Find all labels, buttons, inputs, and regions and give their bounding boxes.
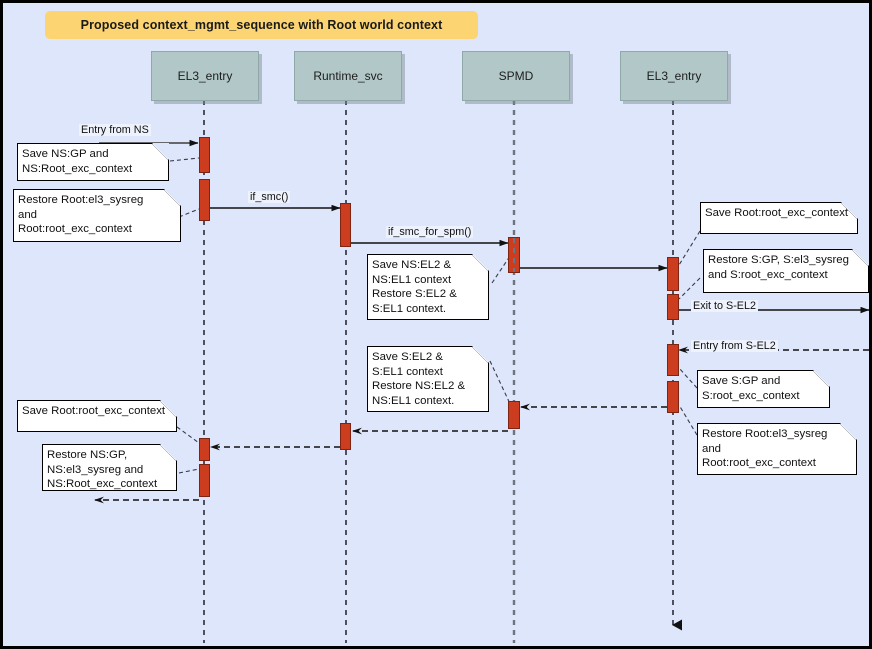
note-folded-corner-icon: [164, 189, 181, 206]
note-save-root-exc-left: Save Root:root_exc_context: [17, 400, 177, 432]
note-folded-corner-icon: [152, 143, 169, 160]
lifeline-header-el3-entry-right[interactable]: EL3_entry: [620, 51, 728, 101]
message-label-if-smc: if_smc(): [248, 191, 291, 203]
activation-el3-entry-left-4: [199, 464, 210, 497]
note-folded-corner-icon: [813, 370, 830, 387]
note-save-ns-el2: Save NS:EL2 & NS:EL1 context Restore S:E…: [367, 254, 489, 320]
activation-spmd-1: [508, 237, 520, 273]
activation-el3-entry-right-1: [667, 257, 679, 291]
lifeline-header-spmd[interactable]: SPMD: [462, 51, 570, 101]
activation-el3-entry-right-3: [667, 344, 679, 376]
activation-runtime-svc-2: [340, 423, 351, 450]
note-folded-corner-icon: [472, 346, 489, 363]
activation-spmd-2: [508, 401, 520, 429]
note-restore-ns-gp: Restore NS:GP, NS:el3_sysreg and NS:Root…: [42, 444, 177, 491]
note-restore-root-el3-sysreg: Restore Root:el3_sysreg and Root:root_ex…: [13, 189, 181, 242]
note-folded-corner-icon: [472, 254, 489, 271]
note-restore-s-gp: Restore S:GP, S:el3_sysreg and S:root_ex…: [703, 249, 869, 293]
note-folded-corner-icon: [160, 400, 177, 417]
activation-el3-entry-left-3: [199, 438, 210, 461]
message-label-if-smc-for-spm: if_smc_for_spm(): [386, 226, 474, 238]
note-save-root-exc-right: Save Root:root_exc_context: [700, 202, 858, 234]
spmd-lifeline-through-activation: [512, 238, 516, 272]
note-folded-corner-icon: [841, 202, 858, 219]
lifeline-header-el3-entry-left[interactable]: EL3_entry: [151, 51, 259, 101]
note-save-s-el2: Save S:EL2 & S:EL1 context Restore NS:EL…: [367, 346, 489, 412]
message-label-entry-from-s-el2: Entry from S-EL2: [691, 340, 778, 352]
note-save-ns-gp: Save NS:GP and NS:Root_exc_context: [17, 143, 169, 181]
note-folded-corner-icon: [852, 249, 869, 266]
note-folded-corner-icon: [840, 423, 857, 440]
note-restore-root-el3-sysreg-right: Restore Root:el3_sysreg and Root:root_ex…: [697, 423, 857, 475]
diagram-title-banner: Proposed context_mgmt_sequence with Root…: [45, 11, 478, 39]
lifeline-header-runtime-svc[interactable]: Runtime_svc: [294, 51, 402, 101]
message-label-entry-from-ns: Entry from NS: [79, 124, 151, 136]
activation-el3-entry-left-2: [199, 179, 210, 221]
activation-runtime-svc-1: [340, 203, 351, 247]
message-label-exit-to-s-el2: Exit to S-EL2: [691, 300, 759, 312]
note-folded-corner-icon: [160, 444, 177, 461]
activation-el3-entry-right-2: [667, 294, 679, 320]
activation-el3-entry-left-1: [199, 137, 210, 173]
diagram-vector-layer: [94, 100, 869, 643]
note-save-s-gp: Save S:GP and S:root_exc_context: [697, 370, 830, 408]
activation-el3-entry-right-4: [667, 381, 679, 413]
